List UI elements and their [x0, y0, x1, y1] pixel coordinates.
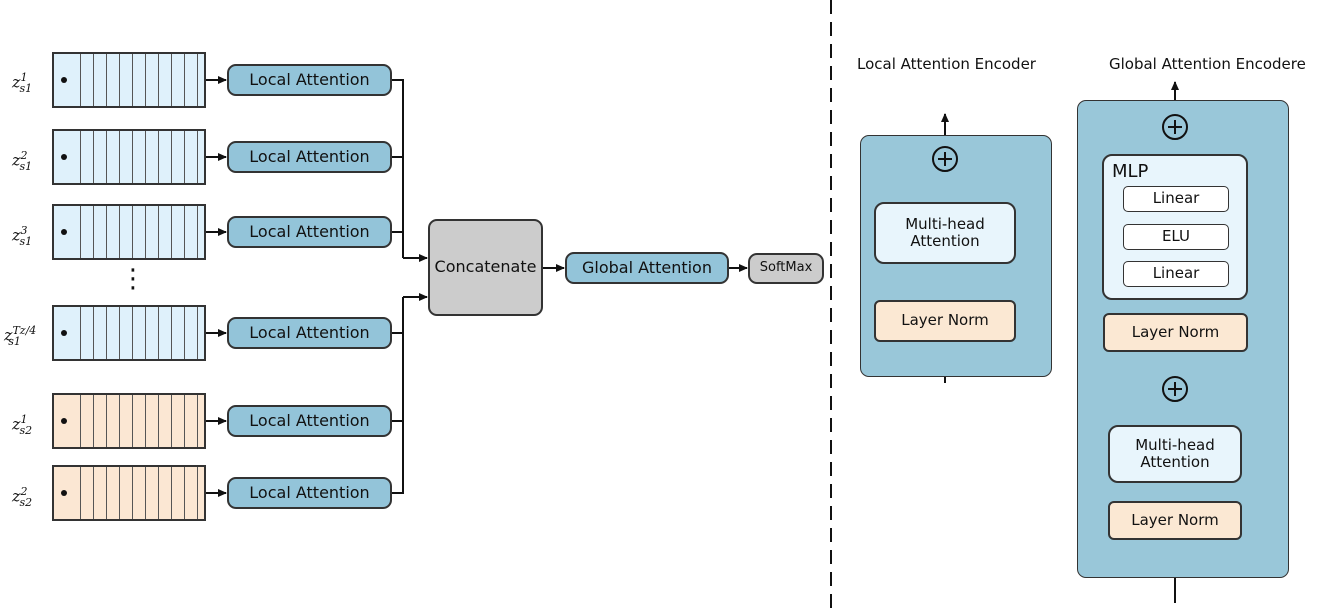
tensor-cell-divider: [184, 54, 185, 106]
tensor-cell-divider: [119, 467, 120, 519]
layer-norm-box: Layer Norm: [1108, 501, 1242, 540]
tensor-cell-divider: [145, 131, 146, 183]
tensor-cell-divider: [145, 467, 146, 519]
tensor-cell-divider: [171, 54, 172, 106]
tensor-cell-divider: [119, 307, 120, 359]
input-tensor: [52, 129, 206, 185]
tensor-cell-divider: [158, 467, 159, 519]
local-attention-box: Local Attention: [227, 317, 392, 349]
tensor-cell-divider: [132, 395, 133, 447]
tensor-cell-divider: [106, 54, 107, 106]
tensor-cell-divider: [119, 395, 120, 447]
local-attention-box: Local Attention: [227, 64, 392, 96]
add-icon: [1162, 114, 1188, 140]
input-label-zs1-2: z2s1: [12, 149, 33, 173]
global-attention-box: Global Attention: [565, 252, 729, 284]
tensor-cell-divider: [145, 206, 146, 258]
tensor-cell-divider: [145, 307, 146, 359]
local-attention-box: Local Attention: [227, 477, 392, 509]
tensor-cell-divider: [184, 395, 185, 447]
local-attention-box: Local Attention: [227, 405, 392, 437]
tensor-cell-divider: [171, 467, 172, 519]
linear-layer-box: Linear: [1123, 186, 1229, 212]
tensor-cell-divider: [171, 206, 172, 258]
multi-head-attention-box: Multi-head Attention: [874, 202, 1016, 264]
local-encoder-title: Local Attention Encoder: [857, 55, 1036, 73]
tensor-cell-divider: [132, 206, 133, 258]
input-tensor: [52, 465, 206, 521]
tensor-cell-divider: [80, 131, 81, 183]
elu-layer-box: ELU: [1123, 224, 1229, 250]
tensor-cell-divider: [93, 395, 94, 447]
tensor-cell-divider: [106, 307, 107, 359]
tensor-cell-divider: [106, 467, 107, 519]
input-label-zs2-2: z2s2: [12, 485, 33, 509]
input-label-zs1-3: z3s1: [12, 224, 33, 248]
tensor-cell-divider: [132, 307, 133, 359]
input-label-zs1-tz4: zTz/4s1: [4, 324, 37, 348]
input-tensor: [52, 393, 206, 449]
tensor-cell-divider: [184, 307, 185, 359]
input-tensor: [52, 52, 206, 108]
local-attention-box: Local Attention: [227, 141, 392, 173]
tensor-cell-divider: [106, 395, 107, 447]
tensor-cell-divider: [80, 395, 81, 447]
multi-head-attention-box: Multi-head Attention: [1108, 425, 1242, 483]
input-label-zs2-1: z1s2: [12, 413, 33, 437]
linear-layer-box: Linear: [1123, 261, 1229, 287]
tensor-cell-divider: [184, 206, 185, 258]
tensor-cell-divider: [106, 206, 107, 258]
tensor-cell-divider: [197, 54, 198, 106]
tensor-cell-divider: [197, 307, 198, 359]
vertical-ellipsis: ⋮: [120, 264, 146, 294]
layer-norm-box: Layer Norm: [1103, 313, 1248, 352]
tensor-cell-divider: [119, 206, 120, 258]
tensor-cell-divider: [80, 54, 81, 106]
tensor-cell-divider: [93, 131, 94, 183]
tensor-cell-divider: [132, 131, 133, 183]
tensor-cell-divider: [106, 131, 107, 183]
tensor-cell-divider: [119, 131, 120, 183]
tensor-cell-divider: [80, 467, 81, 519]
tensor-cell-divider: [197, 206, 198, 258]
input-tensor: [52, 305, 206, 361]
tensor-cell-divider: [158, 307, 159, 359]
tensor-cell-divider: [93, 307, 94, 359]
tensor-cell-divider: [197, 395, 198, 447]
tensor-cell-divider: [80, 206, 81, 258]
tensor-cell-divider: [145, 395, 146, 447]
softmax-box: SoftMax: [748, 253, 824, 284]
mlp-title: MLP: [1112, 161, 1149, 182]
global-encoder-title: Global Attention Encodere: [1109, 55, 1306, 73]
concatenate-box: Concatenate: [428, 219, 543, 316]
tensor-cell-divider: [158, 206, 159, 258]
tensor-cell-divider: [171, 131, 172, 183]
tensor-cell-divider: [171, 395, 172, 447]
tensor-cell-divider: [158, 54, 159, 106]
tensor-cell-divider: [145, 54, 146, 106]
tensor-cell-divider: [184, 467, 185, 519]
add-icon: [1162, 376, 1188, 402]
tensor-cell-divider: [197, 131, 198, 183]
layer-norm-box: Layer Norm: [874, 300, 1016, 342]
tensor-cell-divider: [158, 131, 159, 183]
tensor-cell-divider: [93, 467, 94, 519]
tensor-cell-divider: [184, 131, 185, 183]
add-icon: [932, 146, 958, 172]
tensor-cell-divider: [197, 467, 198, 519]
tensor-cell-divider: [93, 206, 94, 258]
tensor-cell-divider: [171, 307, 172, 359]
tensor-cell-divider: [80, 307, 81, 359]
tensor-cell-divider: [93, 54, 94, 106]
input-label-zs1-1: z1s1: [12, 71, 33, 95]
local-attention-box: Local Attention: [227, 216, 392, 248]
tensor-cell-divider: [158, 395, 159, 447]
input-tensor: [52, 204, 206, 260]
tensor-cell-divider: [132, 54, 133, 106]
tensor-cell-divider: [119, 54, 120, 106]
tensor-cell-divider: [132, 467, 133, 519]
